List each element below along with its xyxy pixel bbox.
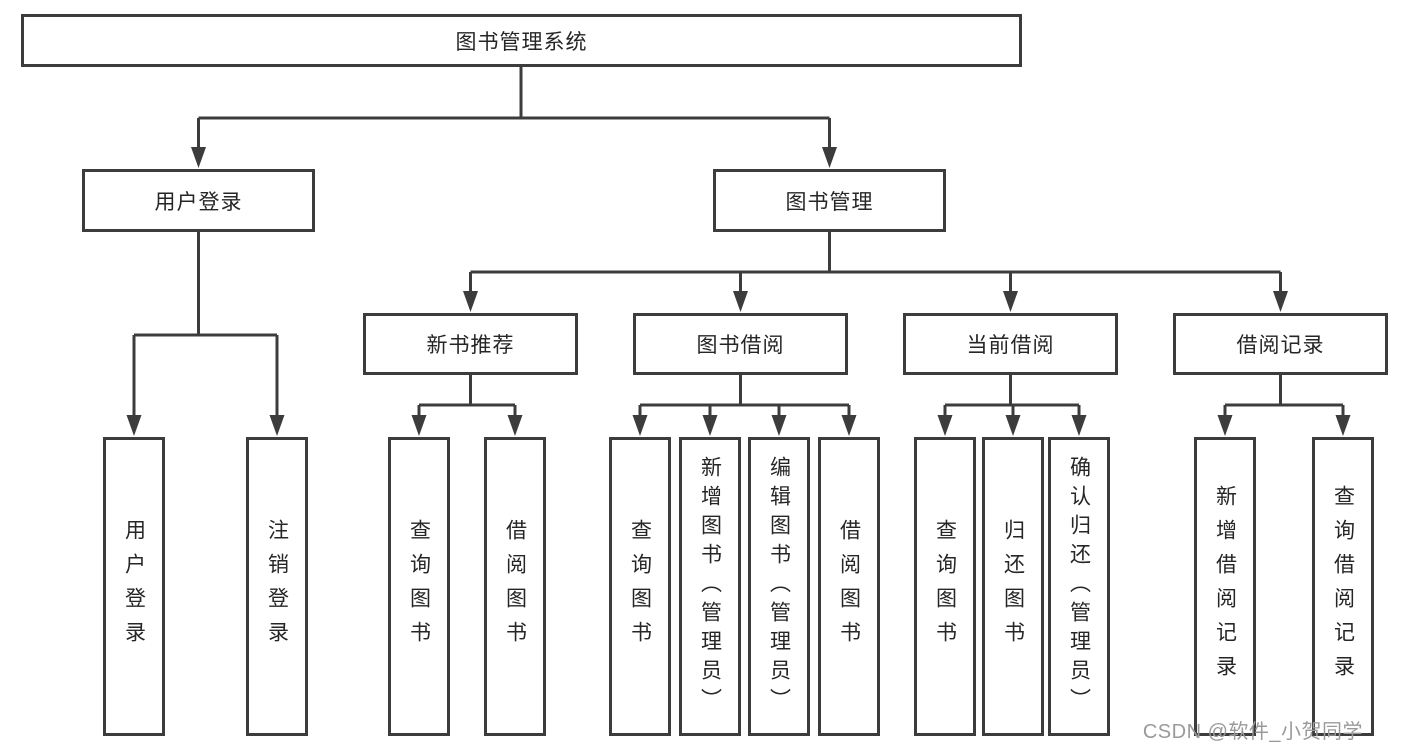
leaf-borrow-books: 借阅图书 [818,437,880,736]
leaf-logout-login-label: 注销登录 [265,518,289,655]
node-borrow-records: 借阅记录 [1173,313,1388,375]
leaf-query-books-current-label: 查询图书 [933,518,957,655]
node-new-book-recommend-label: 新书推荐 [426,334,515,357]
node-current-borrow: 当前借阅 [903,313,1118,375]
leaf-edit-book-admin: 编辑图书（管理员） [748,437,810,736]
leaf-edit-book-admin-label: 编辑图书（管理员） [767,456,791,717]
leaf-add-book-admin: 新增图书（管理员） [679,437,741,736]
leaf-confirm-return-admin: 确认归还（管理员） [1048,437,1110,736]
node-new-book-recommend: 新书推荐 [363,313,578,375]
leaf-query-books-borrow: 查询图书 [609,437,671,736]
leaf-query-books-recommend: 查询图书 [388,437,450,736]
leaf-user-login: 用户登录 [103,437,165,736]
node-user-login-label: 用户登录 [154,190,243,214]
node-borrow-records-label: 借阅记录 [1236,334,1325,357]
leaf-query-books-borrow-label: 查询图书 [628,518,652,655]
node-book-borrow-label: 图书借阅 [696,334,785,357]
node-current-borrow-label: 当前借阅 [966,334,1055,357]
leaf-query-borrow-record: 查询借阅记录 [1312,437,1374,736]
node-book-borrow: 图书借阅 [633,313,848,375]
leaf-query-books-current: 查询图书 [914,437,976,736]
node-root-label: 图书管理系统 [455,30,588,54]
leaf-borrow-books-recommend: 借阅图书 [484,437,546,736]
leaf-add-borrow-record: 新增借阅记录 [1194,437,1256,736]
leaf-borrow-books-label: 借阅图书 [837,518,861,655]
leaf-logout-login: 注销登录 [246,437,308,736]
leaf-query-borrow-record-label: 查询借阅记录 [1331,484,1355,689]
node-root-system: 图书管理系统 [21,14,1022,67]
leaf-add-borrow-record-label: 新增借阅记录 [1213,484,1237,689]
leaf-return-books-label: 归还图书 [1001,518,1025,655]
leaf-return-books: 归还图书 [982,437,1044,736]
node-book-management-label: 图书管理 [785,190,874,214]
leaf-user-login-label: 用户登录 [122,518,146,655]
leaf-confirm-return-admin-label: 确认归还（管理员） [1067,456,1091,717]
node-user-login: 用户登录 [82,169,315,232]
leaf-query-books-recommend-label: 查询图书 [407,518,431,655]
leaf-add-book-admin-label: 新增图书（管理员） [698,456,722,717]
leaf-borrow-books-recommend-label: 借阅图书 [503,518,527,655]
node-book-management: 图书管理 [713,169,946,232]
csdn-watermark: CSDN @软件_小贺同学 [1142,721,1363,743]
